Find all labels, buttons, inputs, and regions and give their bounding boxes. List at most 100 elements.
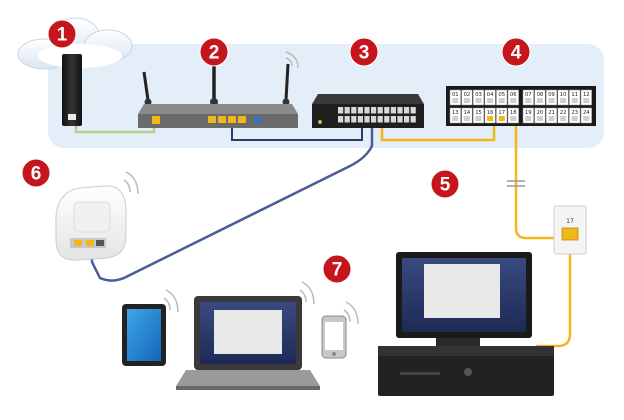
patch-port <box>557 107 569 124</box>
patch-port-connected <box>487 116 494 121</box>
patch-port-label: 16 <box>487 110 494 116</box>
patch-port-label: 07 <box>525 92 532 98</box>
switch-port <box>371 107 377 114</box>
switch-port <box>357 107 363 114</box>
switch-port <box>410 116 416 123</box>
patch-port-label: 14 <box>464 110 471 116</box>
badge-number: 1 <box>57 25 68 46</box>
wifi-signal-icon <box>343 301 359 325</box>
patch-port <box>545 89 558 106</box>
patch-port <box>472 89 485 106</box>
switch-port <box>397 116 403 123</box>
patch-port-label: 04 <box>487 92 494 98</box>
patch-port <box>484 107 496 124</box>
patch-port-label: 06 <box>510 92 517 98</box>
smartphone-device <box>321 315 347 359</box>
badge-circle <box>501 37 531 67</box>
badge-circle <box>349 37 379 67</box>
wireless-access-point <box>55 185 127 261</box>
patch-port-socket <box>571 116 578 121</box>
switch-port <box>364 107 370 114</box>
patch-port <box>522 107 534 124</box>
patch-port <box>449 107 461 124</box>
patch-port-socket <box>510 116 517 121</box>
patch-port <box>461 107 473 124</box>
switch-port <box>390 107 396 114</box>
patch-port-socket <box>536 98 543 103</box>
wall-jack-label: 17 <box>566 218 574 225</box>
badge-modem: 1 <box>47 19 77 49</box>
patch-port-socket <box>548 116 555 121</box>
wifi-signal-icon <box>299 281 315 305</box>
switch-port <box>384 116 390 123</box>
patch-port-label: 10 <box>560 92 567 98</box>
switch-port <box>344 107 350 114</box>
wall-jack: 17 <box>553 205 587 255</box>
badge-circle <box>322 254 352 284</box>
patch-port-label: 02 <box>464 92 471 98</box>
patch-port-socket <box>475 98 482 103</box>
switch-port <box>364 116 370 123</box>
patch-port-socket <box>548 98 555 103</box>
patch-port-socket <box>583 98 590 103</box>
patch-port-label: 12 <box>583 92 590 98</box>
switch-port <box>344 116 350 123</box>
switch-port <box>357 116 363 123</box>
yellow-cable-switch-to-panel <box>380 118 496 142</box>
patch-port <box>534 107 546 124</box>
switch-port <box>351 116 357 123</box>
patch-port-label: 03 <box>475 92 482 98</box>
patch-port-socket <box>452 116 459 121</box>
switch-port <box>404 116 410 123</box>
patch-port-label: 22 <box>560 110 567 116</box>
badge-number: 2 <box>209 43 220 64</box>
badge-circle <box>199 37 229 67</box>
patch-port-label: 11 <box>571 92 578 98</box>
patch-port-label: 19 <box>525 110 532 116</box>
patch-port <box>461 89 473 106</box>
patch-port-socket <box>560 116 567 121</box>
badge-switch: 3 <box>349 37 379 67</box>
badge-wireless-clients: 7 <box>322 254 352 284</box>
blue-cable-to-access-point <box>90 118 374 282</box>
desktop-computer <box>378 252 554 396</box>
patch-port <box>522 89 534 106</box>
patch-port <box>534 89 546 106</box>
patch-port <box>496 107 508 124</box>
patch-port-socket <box>498 98 505 103</box>
switch-port <box>371 116 377 123</box>
patch-port <box>545 107 558 124</box>
badge-router: 2 <box>199 37 229 67</box>
patch-port-label: 23 <box>571 110 578 116</box>
modem-device <box>62 54 82 126</box>
badge-patch-panel: 4 <box>501 37 531 67</box>
patch-port <box>569 107 581 124</box>
laptop-computer <box>176 296 320 390</box>
wifi-signal-icon <box>123 171 139 195</box>
yellow-cable-jack-to-desktop <box>536 236 572 348</box>
badge-circle <box>21 158 51 188</box>
patch-port <box>449 89 461 106</box>
router-to-switch-cable <box>231 118 363 141</box>
switch-port <box>338 116 344 123</box>
wifi-signal-icon <box>163 289 179 313</box>
patch-port-socket <box>452 98 459 103</box>
green-cable <box>74 124 156 134</box>
badge-cabling: 5 <box>430 169 460 199</box>
network-switch-device <box>312 94 424 128</box>
patch-port-label: 08 <box>537 92 544 98</box>
patch-port-label: 18 <box>510 110 517 116</box>
yellow-cable-panel-to-jack <box>514 124 554 240</box>
router-device <box>138 56 298 128</box>
wifi-signal-icon <box>285 51 299 69</box>
patch-port-label: 05 <box>498 92 505 98</box>
patch-port <box>496 89 508 106</box>
patch-port-socket <box>583 116 590 121</box>
patch-port <box>569 89 581 106</box>
patch-port-label: 24 <box>583 110 590 116</box>
patch-port-label: 20 <box>537 110 544 116</box>
badge-number: 6 <box>31 164 42 185</box>
patch-port-socket <box>536 116 543 121</box>
